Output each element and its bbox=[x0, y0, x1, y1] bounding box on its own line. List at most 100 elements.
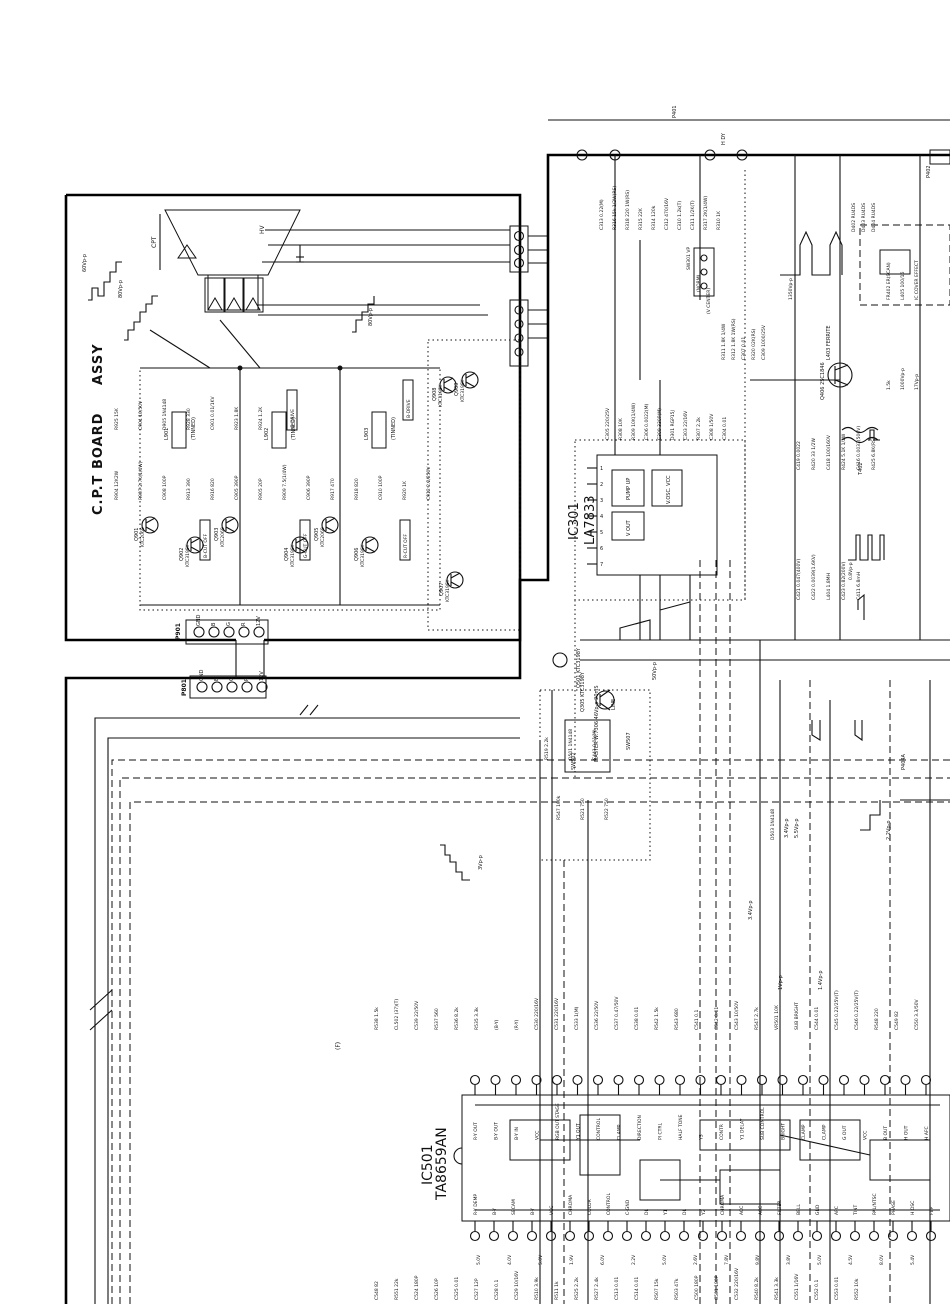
ic301-part-label: C308 1/50V bbox=[709, 413, 715, 440]
lower-part-label: C524 180P bbox=[414, 1275, 420, 1300]
ic501-top-pin bbox=[797, 1074, 809, 1086]
ic501-top-pin bbox=[920, 1074, 932, 1086]
transistor-emitter bbox=[365, 546, 376, 553]
ic501-top-pin-label: HALF TONE bbox=[678, 1114, 684, 1140]
ic501-bottom-pin bbox=[526, 1230, 538, 1242]
ic501-top-pin bbox=[572, 1074, 583, 1086]
connector-p402: P402 bbox=[926, 165, 932, 178]
ic501-bottom-pin bbox=[488, 1230, 500, 1242]
lower-part-label: C530 220/16V bbox=[534, 997, 540, 1030]
lower-part-label: R537 560 bbox=[434, 1008, 440, 1030]
ic501-bottom-pin bbox=[754, 1230, 766, 1242]
cpt-waveforms: 60Vp-p 80Vp-p 80Vp-p bbox=[82, 254, 375, 369]
waveform-label-3: 80Vp-p bbox=[368, 308, 374, 326]
ic-pin-number: 5 bbox=[600, 530, 603, 536]
transistor-symbol bbox=[439, 376, 457, 394]
lower-part-label: C513 0.01 bbox=[614, 1277, 620, 1300]
diode-label: D404 RU4DS bbox=[871, 203, 877, 232]
right-note: L405 100/16 bbox=[900, 272, 906, 300]
right-note: 1.5k bbox=[886, 380, 892, 390]
right-part-label: R425 6.8K(RS) bbox=[871, 437, 877, 470]
ic301-vertical-section: PUMP UP V OUT V.OSC. VCC IC301 LA7833 12… bbox=[567, 149, 950, 780]
transistor-symbol bbox=[461, 371, 479, 389]
right-waveform-label: 1350Vp-p bbox=[788, 278, 794, 300]
control-label: B-DRIVE bbox=[406, 399, 412, 418]
lower-part-label: C538 0.01 bbox=[634, 1007, 640, 1030]
right-note: IC COVER EFFECT bbox=[914, 260, 920, 300]
connector-pin bbox=[226, 681, 238, 693]
connector-pin bbox=[196, 681, 208, 693]
lower-part-label: R552 10k bbox=[854, 1278, 860, 1300]
ic501-bottom-pin bbox=[849, 1230, 861, 1242]
right-part-label: L404 1.8MH bbox=[826, 573, 832, 600]
ic301-part-label: C304 0.01 bbox=[722, 417, 728, 440]
ic301-part-label: R315 22K bbox=[638, 207, 644, 230]
connector-p401: P401 bbox=[672, 105, 678, 118]
transistor-collector bbox=[450, 572, 461, 579]
transistor-type-label: KTC3198Y bbox=[445, 579, 451, 602]
lower-part-label: C532 220/16V bbox=[734, 1267, 740, 1300]
bias-voltage-label: 5.0V bbox=[662, 1254, 668, 1265]
connector-pin-label: GND bbox=[196, 614, 202, 626]
ic301-part-label: R309 10K(1/4W) bbox=[631, 403, 637, 440]
part-label: C912 2.2/250V bbox=[426, 466, 432, 500]
part-label: R905 20P bbox=[258, 478, 264, 500]
transistor-collector bbox=[145, 517, 156, 524]
part-label: R923 1.8K bbox=[234, 406, 240, 430]
part-label: R909 7.5(1/4W) bbox=[282, 464, 288, 500]
transistor-label: Q904 bbox=[284, 548, 290, 561]
ic501-bottom-pin-label: APC bbox=[834, 1206, 840, 1215]
q501-part-label: R521 750 bbox=[580, 798, 586, 820]
bias-voltage-label: 5.4V bbox=[910, 1254, 916, 1265]
ic301-part-label: C310 1.2k(T) bbox=[677, 201, 683, 230]
connector-pin-label: G bbox=[229, 677, 235, 681]
part-label: R928 330 bbox=[186, 408, 192, 430]
right-part-label: C419 0.0022 bbox=[796, 441, 802, 470]
ic501-top-pin bbox=[654, 1074, 665, 1086]
connector-hdy: H DY bbox=[721, 132, 727, 145]
coil-l902: L902 bbox=[264, 428, 270, 440]
transistor-label: Q908 bbox=[432, 388, 438, 401]
waveform-label-1: 60Vp-p bbox=[82, 254, 88, 272]
bias-voltage-label: 3.8V bbox=[786, 1254, 792, 1265]
control-box bbox=[199, 519, 211, 561]
part-label: R917 470 bbox=[330, 478, 336, 500]
ic501-top-pin-label: Y1 OUT bbox=[576, 1123, 582, 1141]
transistor-symbol bbox=[186, 536, 204, 554]
ic301-part-label: C303 22/16V bbox=[683, 410, 689, 440]
part-label: R913 390 bbox=[186, 478, 192, 500]
ic501-bottom-pin bbox=[659, 1230, 671, 1242]
ic301-part: LA7833 bbox=[583, 495, 598, 545]
transistor-type-label: KTC3198Y bbox=[290, 544, 296, 567]
connector-pin-label: 12V bbox=[259, 671, 265, 681]
board-title: C.P.T BOARD bbox=[91, 413, 106, 515]
right-part-label: C423 0.82(200V) bbox=[841, 561, 847, 600]
transistor-label: Q905 bbox=[314, 528, 320, 541]
coil-note-2: (TINNED) bbox=[291, 417, 297, 440]
ic501-bottom-pin bbox=[811, 1230, 823, 1242]
ic501-top-pin bbox=[613, 1074, 624, 1086]
ic301-q305: Q305 KTC3198Y bbox=[580, 671, 586, 712]
part-label: R920 1K bbox=[402, 480, 408, 500]
lower-waveform-4: 2.2Vp-p bbox=[886, 820, 892, 840]
lower-section: MASTER SW502 SW507 LINE Q501 KTC3198Y 3V… bbox=[335, 560, 950, 1304]
part-label: C910 100P bbox=[378, 475, 384, 500]
ic301-part-label: R314 120k bbox=[651, 205, 657, 230]
ic301-part-label-2: C309 1000/25V bbox=[761, 324, 767, 360]
ic501-bottom-pin-label: DL bbox=[682, 1209, 688, 1215]
right-note: 1000Vp-p bbox=[900, 368, 906, 390]
lower-part-label: C553 0.01 bbox=[834, 1277, 840, 1300]
lower-part-label: C551 1/16V bbox=[794, 1273, 800, 1300]
ic501-bottom-pin-label: FILTER bbox=[777, 1200, 783, 1215]
ic501-top-pin-label: VCC bbox=[535, 1131, 541, 1140]
transistor-symbol bbox=[446, 571, 464, 589]
lower-waveform-1: 3Vp-p bbox=[478, 855, 484, 870]
lower-part-label: C537 0.47/50V bbox=[614, 996, 620, 1030]
lower-part-label: C536 22/50V bbox=[594, 1000, 600, 1030]
part-label: R918 820 bbox=[354, 478, 360, 500]
ic501-top-pin bbox=[633, 1074, 645, 1086]
lower-part-label: C531 220/16V bbox=[554, 997, 560, 1030]
transistor-emitter bbox=[450, 581, 461, 588]
part-label: C901 0.01/1KV bbox=[210, 395, 216, 430]
